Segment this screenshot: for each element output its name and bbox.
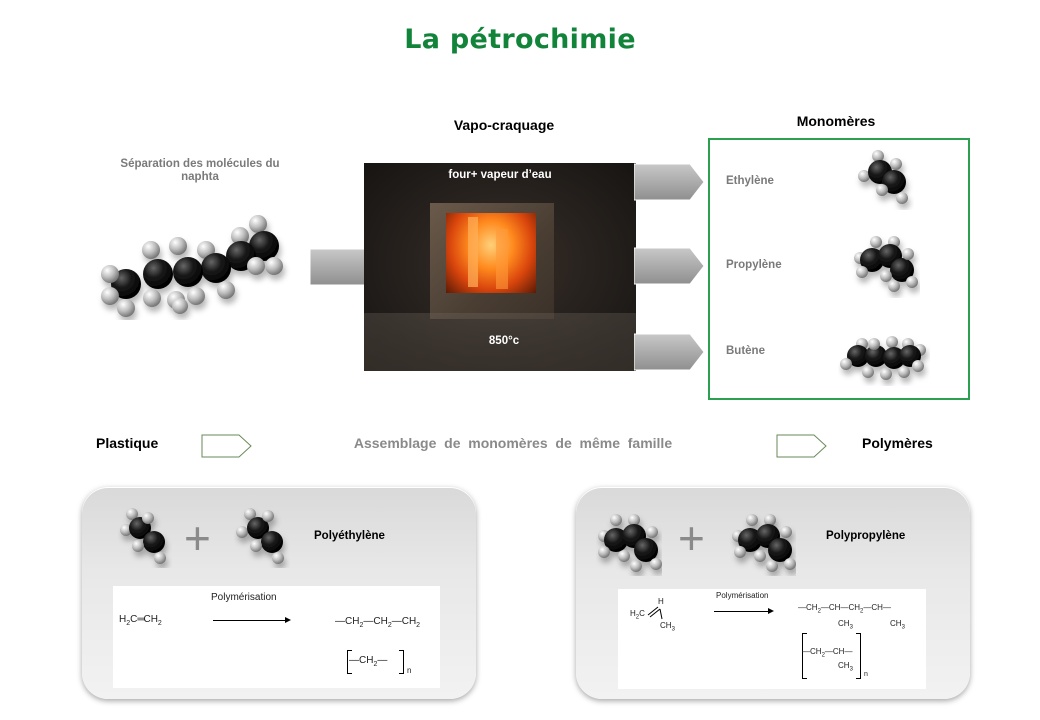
pp-chain-ch3-a: CH3	[838, 619, 853, 631]
vapo-craquage-title: Vapo-craquage	[453, 117, 555, 133]
ethylene-molecule-left-icon	[120, 508, 166, 564]
assemblage-label: Assemblage de monomères de même famille	[353, 435, 673, 451]
pp-bracket-left	[802, 633, 807, 679]
polyethylene-label: Polyéthylène	[314, 530, 385, 542]
polymeres-label: Polymères	[862, 435, 933, 451]
fire-icon	[446, 213, 536, 293]
separation-label: Séparation des molécules du naphta	[120, 158, 280, 183]
pe-n: n	[407, 666, 412, 675]
monomer-propylene-label: Propylène	[726, 259, 782, 271]
arrow-to-butene-icon	[634, 333, 705, 371]
pp-reaction-arrow	[714, 611, 770, 612]
furnace-image: four+ vapeur d’eau 850°c	[364, 163, 636, 371]
polyethylene-formula: Polymérisation H2C═CH2 —CH2—CH2—CH2 —CH2…	[113, 586, 440, 688]
pe-reaction-label: Polymérisation	[211, 592, 277, 603]
pp-mono-h2c: H2C	[630, 609, 645, 621]
propylene-molecule-icon	[854, 236, 918, 292]
pp-repeat-unit: —CH2—CH—	[802, 647, 853, 659]
pe-bracket-right	[399, 650, 404, 674]
pp-repeat-ch3: CH3	[838, 661, 853, 673]
naphta-molecule-icon	[101, 215, 283, 317]
monomer-butene-label: Butène	[726, 345, 765, 357]
page-title: La pétrochimie	[404, 24, 636, 55]
pp-mono-bonds	[647, 606, 663, 620]
butene-molecule-icon	[840, 336, 926, 380]
arrow-outline-right-icon	[776, 434, 827, 458]
polypropylene-formula: Polymérisation H H2C CH3 —CH2—CH—CH2—CH—…	[618, 589, 926, 689]
arrow-to-ethylene-icon	[634, 163, 705, 201]
monomeres-title: Monomères	[796, 113, 876, 129]
plus-sign-pe: +	[184, 512, 211, 564]
pe-monomer-formula: H2C═CH2	[119, 614, 162, 627]
pp-n: n	[864, 671, 868, 678]
monomer-ethylene-label: Ethylène	[726, 175, 774, 187]
plus-sign-pp: +	[678, 512, 705, 564]
arrow-to-propylene-icon	[634, 247, 705, 285]
ethylene-molecule-icon	[858, 150, 908, 204]
plastique-label: Plastique	[96, 435, 159, 451]
pp-bracket-right	[856, 633, 861, 679]
propylene-molecule-left-icon	[598, 514, 662, 572]
ethylene-molecule-right-icon	[236, 508, 284, 564]
pe-reaction-arrow	[213, 620, 289, 621]
pp-chain-ch3-b: CH3	[890, 619, 905, 631]
monomers-box	[708, 138, 970, 400]
propylene-molecule-right-icon	[732, 514, 796, 572]
pe-repeat-unit: —CH2—	[349, 655, 388, 668]
pe-bracket-left	[347, 650, 352, 674]
pe-chain-formula: —CH2—CH2—CH2	[335, 616, 421, 629]
pp-chain: —CH2—CH—CH2—CH—	[798, 603, 891, 615]
furnace-top-label: four+ vapeur d’eau	[448, 169, 552, 181]
pp-mono-h: H	[658, 597, 664, 606]
furnace-temperature: 850°c	[488, 335, 520, 347]
pp-mono-ch3: CH3	[660, 621, 675, 633]
pp-reaction-label: Polymérisation	[716, 591, 769, 600]
page-title-reflection	[0, 54, 1040, 68]
arrow-outline-left-icon	[201, 434, 252, 458]
polypropylene-label: Polypropylène	[826, 530, 906, 542]
